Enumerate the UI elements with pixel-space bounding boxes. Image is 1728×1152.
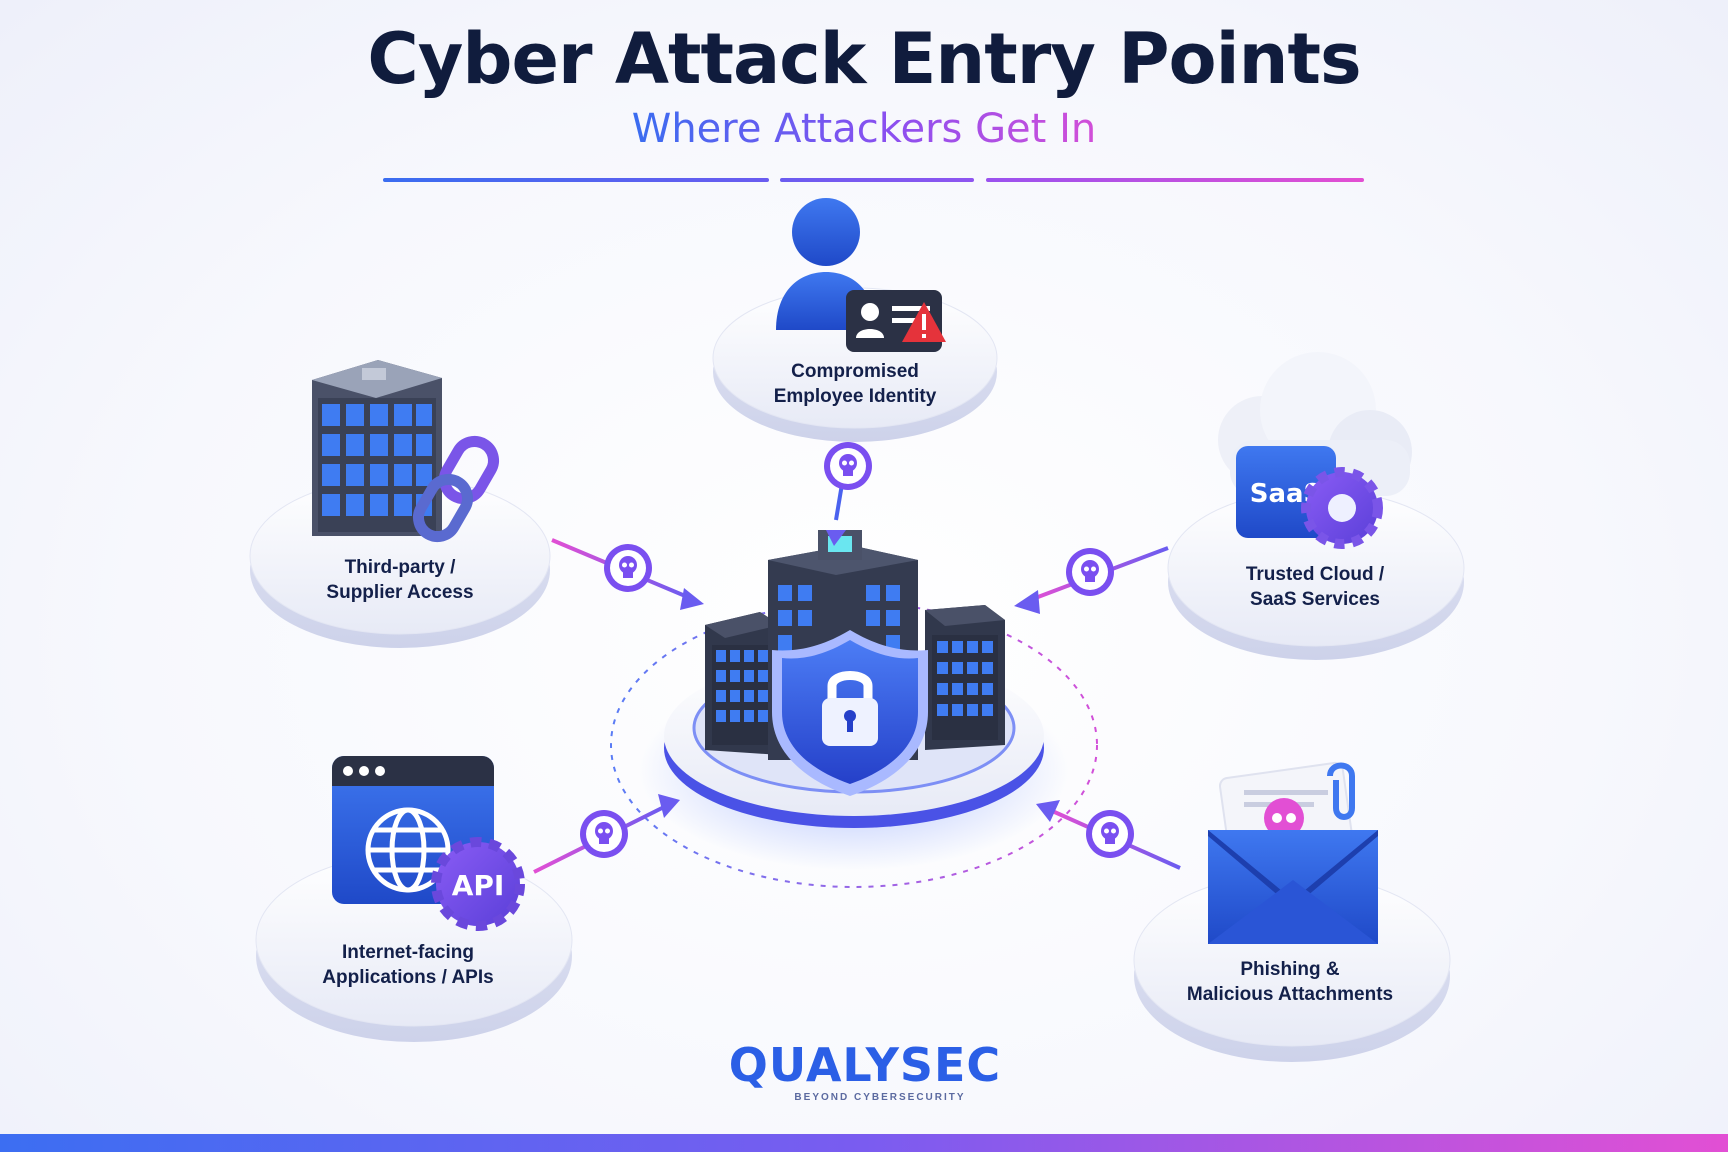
skull-icon xyxy=(839,454,857,476)
skull-icon xyxy=(619,556,637,578)
browser-globe-api-icon: API xyxy=(332,756,525,931)
title-divider-middle xyxy=(780,178,974,182)
central-secure-hub xyxy=(639,530,1069,870)
page-title: Cyber Attack Entry Points xyxy=(367,18,1361,100)
entry-point-phishing: Phishing & Malicious Attachments xyxy=(1150,957,1430,1007)
entry-point-label-line1: Third-party / xyxy=(344,557,456,578)
shield-lock-icon xyxy=(772,630,928,796)
entry-point-label-line1: Compromised xyxy=(791,361,919,382)
entry-point-label-line1: Internet-facing xyxy=(342,942,474,963)
entry-point-label-line2: Employee Identity xyxy=(773,386,937,407)
skull-badge-top xyxy=(824,442,872,490)
bottom-gradient-bar xyxy=(0,1134,1728,1152)
tower-right xyxy=(925,605,1005,750)
page-subtitle-text: Where Attackers Get In xyxy=(631,106,1097,152)
building-chain-icon xyxy=(312,360,499,543)
title-divider-left xyxy=(383,178,769,182)
tower-left xyxy=(705,612,780,755)
entry-point-label-line2: SaaS Services xyxy=(1250,589,1380,610)
skull-badge-left-upper xyxy=(604,544,652,592)
skull-badge-left-lower xyxy=(580,810,628,858)
page-subtitle: Where Attackers Get In xyxy=(0,106,1728,152)
brand-logo: QUALYSEC xyxy=(728,1038,1002,1092)
entry-point-third-party: Third-party / Supplier Access xyxy=(285,555,515,605)
skull-icon xyxy=(1101,822,1119,844)
entry-point-label-line2: Malicious Attachments xyxy=(1186,984,1394,1005)
skull-badge-right-lower xyxy=(1086,810,1134,858)
entry-point-cloud-saas: Trusted Cloud / SaaS Services xyxy=(1200,562,1430,612)
skull-icon xyxy=(595,822,613,844)
skull-badge-right-upper xyxy=(1066,548,1114,596)
entry-point-label-line1: Phishing & xyxy=(1240,959,1340,980)
orbit-ring xyxy=(610,602,1098,888)
entry-point-label-line2: Supplier Access xyxy=(326,582,474,603)
entry-point-label-line1: Trusted Cloud / xyxy=(1245,564,1385,585)
brand-tagline: BEYOND CYBERSECURITY xyxy=(794,1092,966,1103)
arrow-heads xyxy=(658,530,1060,822)
entry-point-label-line2: Applications / APIs xyxy=(322,967,494,988)
paperclip-icon xyxy=(1327,762,1355,820)
title-divider-right xyxy=(986,178,1364,182)
globe-icon xyxy=(365,807,451,893)
envelope-skull-attachment-icon xyxy=(1208,761,1378,944)
cloud-saas-gear-icon: SaaS xyxy=(1218,352,1412,549)
user-id-card-warning-icon xyxy=(776,198,946,352)
skull-icon xyxy=(1081,560,1099,582)
entry-point-employee-identity: Compromised Employee Identity xyxy=(740,359,970,409)
entry-point-internet-apps: Internet-facing Applications / APIs xyxy=(288,940,528,990)
api-badge-text: API xyxy=(452,869,505,902)
